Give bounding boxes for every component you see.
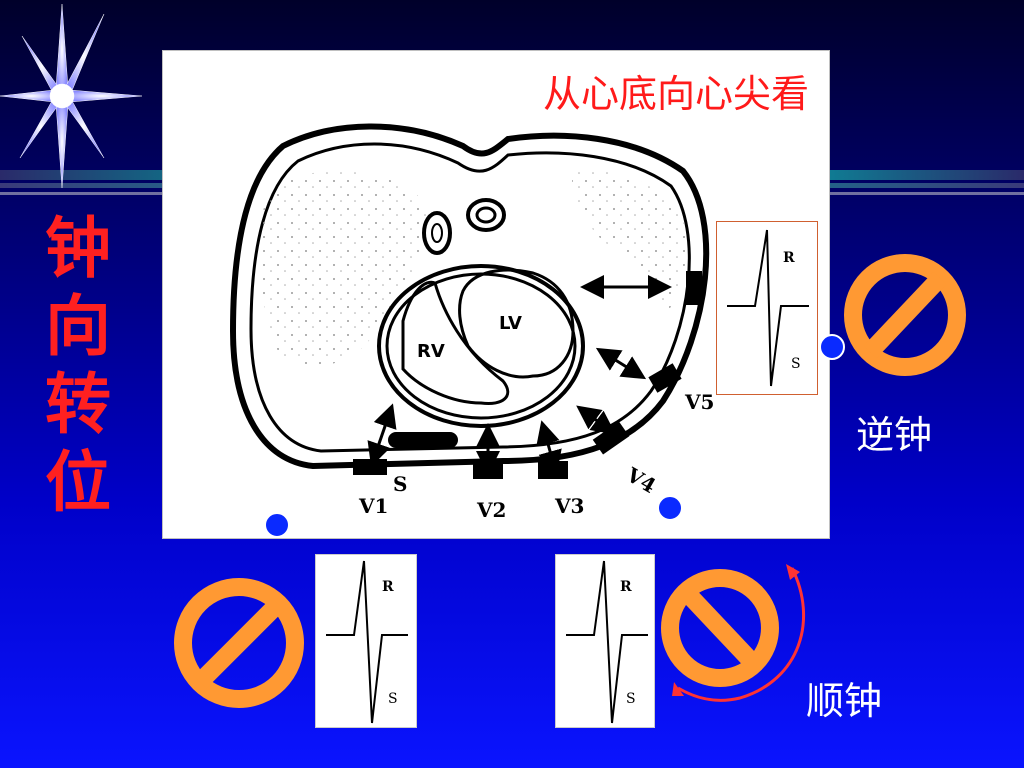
electrode-v4 [592, 421, 630, 455]
chest-inner-outline [249, 142, 691, 453]
prohibition-icon [844, 254, 966, 376]
vertebra [466, 198, 506, 232]
heart-cross-section-diagram: LV RV S V1 V2 V3 V4 V5 [229, 123, 714, 522]
ecg-r-label: R [382, 579, 394, 595]
ecg-waveform-left: R S [315, 554, 417, 728]
clockwise-label: 顺钟 [806, 679, 883, 723]
rv-label: RV [417, 341, 445, 362]
marker-dot [657, 495, 683, 521]
lead-label-v1: V1 [358, 494, 388, 518]
side-title-char: 钟 [45, 210, 111, 287]
rotation-arrow-icon [677, 567, 806, 702]
electrode-v2 [473, 461, 503, 479]
side-title-char: 位 [45, 444, 111, 521]
ecg-s-label: S [626, 691, 636, 707]
lung-area-right [572, 170, 687, 311]
pericardium-inner [385, 272, 577, 420]
prohibition-icon-clockwise [661, 564, 806, 702]
arrow [367, 403, 397, 467]
sparkle-star-icon [0, 3, 143, 189]
s-label: S [393, 472, 407, 496]
left-ventricle [458, 268, 575, 379]
marker-dot [264, 512, 290, 538]
side-title: 钟 向 转 位 [40, 210, 116, 522]
chest-outline [229, 123, 710, 470]
lead-label-v3: V3 [554, 494, 584, 518]
counterclockwise-label: 逆钟 [856, 413, 933, 457]
lead-label-v2: V2 [476, 498, 506, 522]
electrode-v3 [538, 461, 568, 479]
aorta-lumen [431, 223, 443, 243]
ecg-r-label: R [620, 579, 632, 595]
panel-title: 从心底向心尖看 [542, 72, 809, 116]
aorta [422, 211, 452, 255]
electrode-v5 [648, 363, 682, 393]
lung-area [260, 171, 427, 366]
right-ventricle [401, 280, 510, 406]
marker-dot [819, 334, 845, 360]
ecg-r-label: R [783, 250, 795, 266]
electrode-v6 [686, 271, 702, 305]
ecg-s-label: S [388, 691, 398, 707]
prohibition-icon [174, 578, 304, 708]
lv-label: LV [499, 313, 522, 334]
arrow [576, 405, 616, 435]
electrode-v1 [353, 459, 387, 475]
ecg-s-label: S [791, 356, 801, 372]
ecg-waveform-right: R S [716, 221, 818, 395]
side-title-char: 转 [45, 366, 111, 443]
ecg-waveform-middle: R S [555, 554, 655, 728]
sternum [388, 432, 458, 448]
lead-label-v4: V4 [622, 462, 660, 498]
vertebra-inner [475, 206, 497, 224]
lead-label-v5: V5 [684, 390, 714, 414]
arrow [595, 347, 647, 380]
side-title-char: 向 [45, 288, 111, 365]
